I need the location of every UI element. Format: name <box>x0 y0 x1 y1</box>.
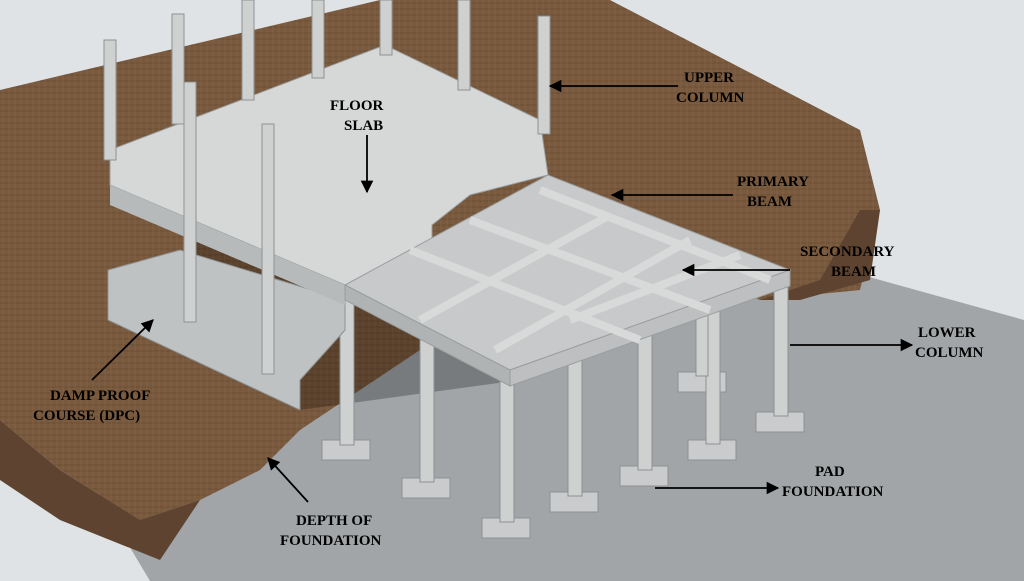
label-floor-slab: FLOOR SLAB <box>330 98 384 134</box>
pad-foundations <box>321 371 805 539</box>
label-upper-column-line1: UPPER <box>684 70 734 86</box>
label-secondary-beam-line1: SECONDARY <box>800 244 895 260</box>
label-secondary-beam-line2: BEAM <box>831 264 876 280</box>
label-secondary-beam: SECONDARY BEAM <box>800 244 895 280</box>
label-depth-line2: FOUNDATION <box>280 533 382 549</box>
label-pad-line2: FOUNDATION <box>782 484 884 500</box>
arrow-depth-of-foundation <box>267 457 309 503</box>
label-depth-of-foundation: DEPTH OF FOUNDATION <box>280 513 382 549</box>
label-floor-slab-line1: FLOOR <box>330 98 384 114</box>
label-dpc-line1: DAMP PROOF <box>50 388 150 404</box>
label-lower-column-line1: LOWER <box>918 325 976 341</box>
label-upper-column: UPPER COLUMN <box>676 70 744 106</box>
label-floor-slab-line2: SLAB <box>344 118 383 134</box>
annotation-arrows <box>91 79 914 503</box>
upper-columns <box>103 0 551 375</box>
label-damp-proof-course: DAMP PROOF COURSE (DPC) <box>33 388 150 424</box>
label-lower-column-line2: COLUMN <box>915 345 983 361</box>
label-pad-foundation: PAD FOUNDATION <box>782 464 884 500</box>
label-primary-beam-line2: BEAM <box>747 194 792 210</box>
label-depth-line1: DEPTH OF <box>296 513 372 529</box>
label-upper-column-line2: COLUMN <box>676 90 744 106</box>
ground-floor-shell <box>107 249 346 411</box>
label-primary-beam: PRIMARY BEAM <box>737 174 809 210</box>
arrow-dpc <box>91 319 154 381</box>
label-pad-line1: PAD <box>815 464 845 480</box>
label-dpc-line2: COURSE (DPC) <box>33 408 140 424</box>
label-primary-beam-line1: PRIMARY <box>737 174 809 190</box>
beam-grid <box>343 174 792 387</box>
label-lower-column: LOWER COLUMN <box>915 325 983 361</box>
